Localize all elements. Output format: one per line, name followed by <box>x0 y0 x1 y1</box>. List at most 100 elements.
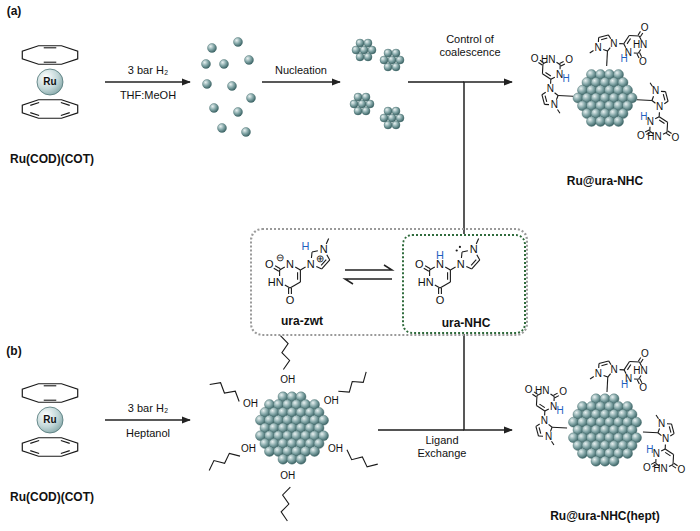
double-bond <box>637 54 639 58</box>
ru-atom <box>247 94 256 103</box>
bond-line <box>536 426 539 436</box>
nanoparticle <box>573 70 637 127</box>
ru-atom <box>360 46 368 54</box>
atom-label: N <box>436 258 444 271</box>
bond-line <box>603 49 607 51</box>
ligand-structure <box>538 60 564 113</box>
ru-atom <box>354 107 362 115</box>
surface-bond <box>643 431 658 433</box>
double-bond <box>665 452 670 455</box>
double-bond <box>640 33 642 37</box>
bond-line <box>316 266 321 268</box>
atom-label: N <box>658 418 665 430</box>
atom-label: O <box>639 382 647 394</box>
bond-line <box>655 117 659 119</box>
bond-line <box>536 396 538 406</box>
bond-line <box>658 429 660 433</box>
ru-atom <box>380 114 388 122</box>
bond-line <box>445 267 450 270</box>
ligand-ring <box>22 438 77 456</box>
bond-line <box>652 96 654 100</box>
bond-line <box>429 270 430 276</box>
lone-pair-dot <box>459 246 461 248</box>
equilibrium-arrow <box>345 279 392 284</box>
double-bond <box>61 451 70 454</box>
bond-line <box>608 374 611 377</box>
bond-line <box>590 376 594 378</box>
bond-line <box>326 239 328 244</box>
bond-line <box>545 409 549 411</box>
compound-name: Ru(COD)(COT) <box>10 153 94 167</box>
compound-name: ura-NHC <box>442 317 491 331</box>
double-bond <box>668 131 672 133</box>
bond-line <box>536 424 540 426</box>
ru-atom <box>366 100 374 108</box>
bond-line <box>590 50 594 52</box>
double-bond <box>545 72 550 75</box>
ru-atom <box>605 116 615 126</box>
double-bond <box>659 120 664 123</box>
bond-line <box>544 104 549 105</box>
atom-label: N <box>595 42 602 54</box>
ru-atom <box>220 60 229 69</box>
reaction-arrow <box>105 81 190 83</box>
ru-atom <box>388 56 396 64</box>
atom-label: O <box>531 53 539 65</box>
reaction-arrow <box>262 81 340 83</box>
ru-atom <box>287 454 297 464</box>
bond-line <box>649 127 650 131</box>
atom-label: HN <box>268 276 284 289</box>
ru-atom <box>384 49 392 57</box>
bond-line <box>667 423 672 424</box>
ru-atom <box>265 446 275 456</box>
ligand-ring <box>22 46 77 64</box>
atom-label: N <box>653 448 660 460</box>
ru-atom <box>396 56 404 64</box>
atom-label: Ru <box>43 414 56 426</box>
panel-label: (a) <box>7 5 22 19</box>
atom-label: N <box>307 258 315 271</box>
atom-label: N <box>545 431 552 443</box>
ligand-structure <box>645 83 671 136</box>
bond-line <box>556 96 558 100</box>
atom-label: O <box>559 386 567 398</box>
ru-atom <box>228 82 237 91</box>
double-bond <box>44 62 57 63</box>
ru-atom <box>384 107 392 115</box>
ru-atom <box>234 38 243 47</box>
atom-label: N <box>556 69 563 81</box>
bond-line <box>658 433 661 436</box>
bond-line <box>466 266 471 268</box>
bond-line <box>598 37 599 42</box>
bond-line <box>549 424 552 427</box>
ru-atom <box>354 93 362 101</box>
double-bond <box>638 357 640 361</box>
equilibrium-arrow <box>345 265 392 270</box>
ru-atom <box>37 69 63 95</box>
ru-atom <box>350 100 358 108</box>
double-bond <box>274 268 279 271</box>
atom-label: N <box>286 258 294 271</box>
bond-line <box>542 64 544 74</box>
alkyl-chain <box>209 453 240 470</box>
atom-label: O <box>639 56 647 68</box>
bond-line <box>312 251 318 252</box>
ru-atom <box>356 39 364 47</box>
double-bond <box>30 102 39 105</box>
ru-atom <box>210 104 219 113</box>
ru-atom <box>358 100 366 108</box>
bond-line <box>327 255 330 260</box>
ru-atom <box>37 407 63 433</box>
bond-line <box>619 43 623 44</box>
atom-label: O <box>641 348 649 360</box>
bond-line <box>476 239 478 244</box>
double-bond <box>640 379 642 383</box>
ru-complex <box>22 46 77 118</box>
atom-label: HN <box>418 276 434 289</box>
ru-atom <box>384 121 392 129</box>
bond-line <box>671 424 674 434</box>
ligand-ring <box>22 384 77 402</box>
